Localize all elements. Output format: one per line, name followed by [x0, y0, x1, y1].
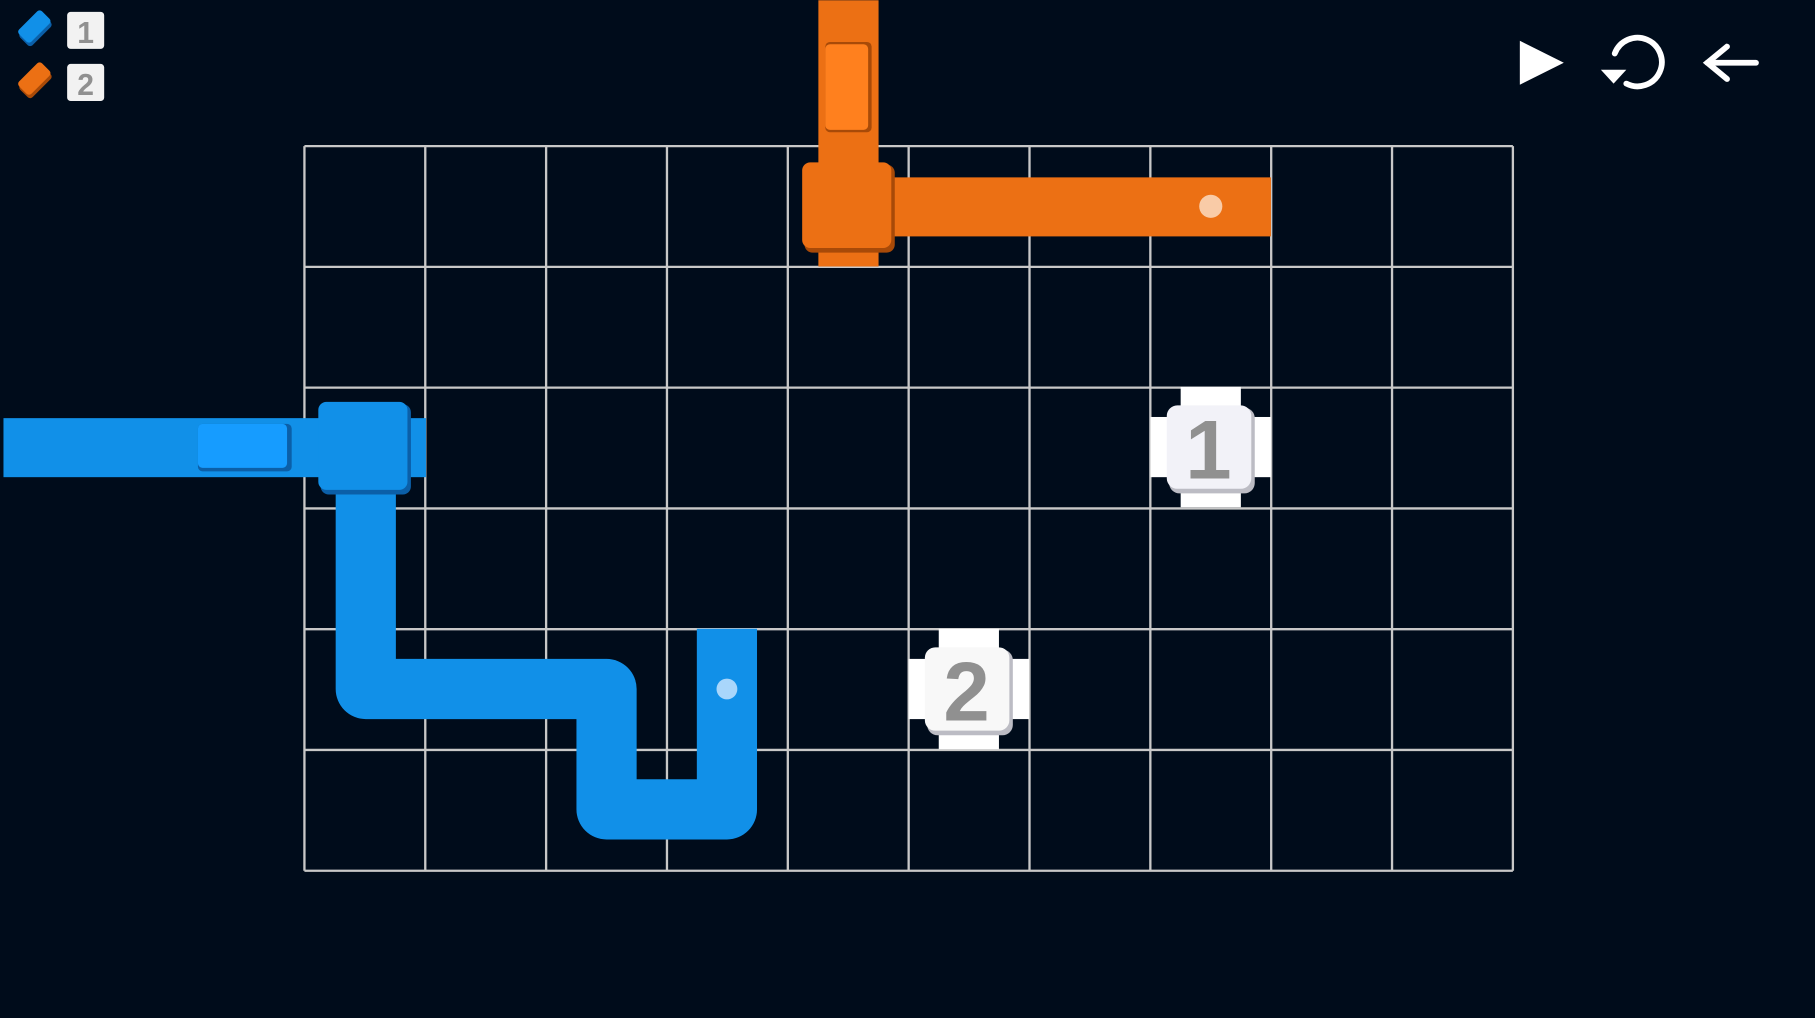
back-arrow-icon [1702, 43, 1759, 82]
orange-pipe-connector [802, 162, 892, 248]
play-button[interactable] [1519, 40, 1564, 85]
target-tile-1: 1 [1150, 386, 1271, 508]
legend-count: 2 [77, 69, 94, 102]
legend-count: 1 [77, 17, 94, 50]
blue-pipe-end-dot[interactable] [716, 678, 738, 700]
legend-orange: 2 [18, 62, 105, 102]
play-icon [1519, 40, 1564, 85]
target-tile-2: 2 [908, 628, 1030, 750]
legend-blue: 1 [18, 10, 105, 50]
board-grid [303, 144, 1515, 872]
back-button[interactable] [1702, 43, 1759, 82]
restart-button[interactable] [1600, 34, 1665, 90]
blue-pipe[interactable] [3, 401, 758, 840]
orange-pipe-piece-icon [18, 62, 51, 95]
orange-pipe[interactable] [802, 0, 1271, 267]
blue-pipe-connector [318, 401, 408, 490]
blue-pipe-piece-icon [18, 10, 51, 43]
legend-count-box [67, 63, 105, 101]
restart-icon [1600, 34, 1665, 90]
target-number: 1 [1185, 403, 1231, 496]
legend-count-box [67, 11, 105, 49]
target-number: 2 [943, 645, 989, 738]
orange-pipe-end-dot[interactable] [1199, 194, 1223, 218]
